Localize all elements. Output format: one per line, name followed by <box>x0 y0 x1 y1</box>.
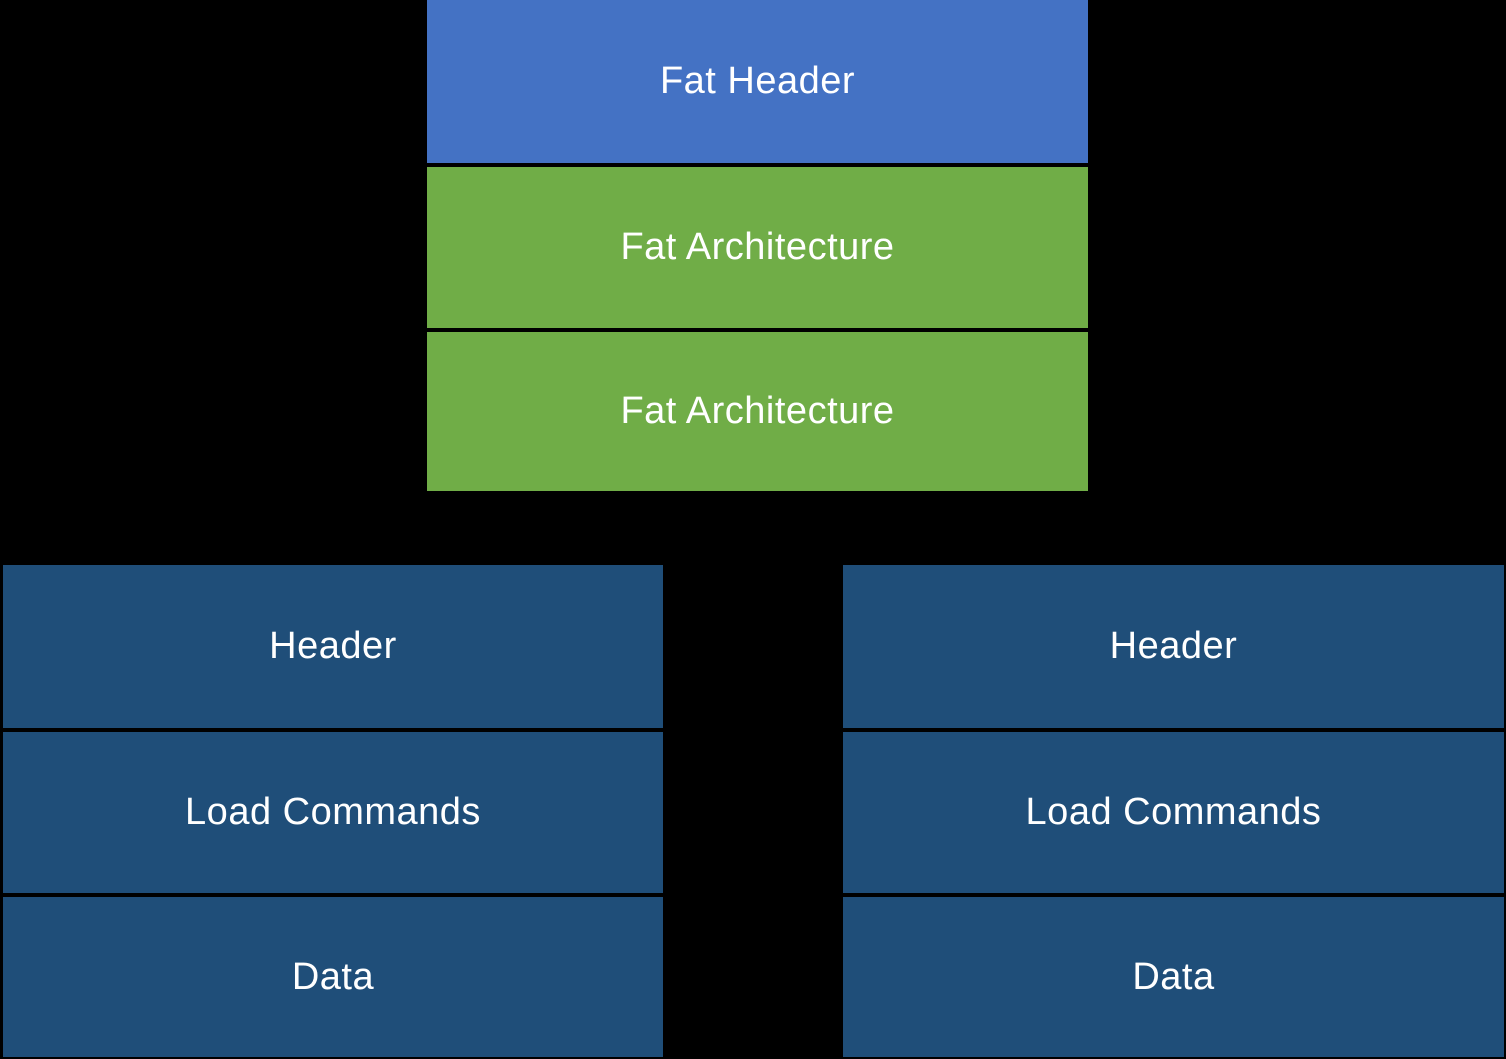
macho-left-header-label: Header <box>269 625 397 667</box>
macho-left-data-box: Data <box>3 897 663 1057</box>
macho-right-header-box: Header <box>843 565 1504 728</box>
macho-right-data-box: Data <box>843 897 1504 1057</box>
fat-header-label: Fat Header <box>659 60 856 102</box>
macho-left-data-label: Data <box>291 955 375 998</box>
macho-right-load-commands-label: Load Commands <box>1025 791 1322 833</box>
macho-stack-left: Header Load Commands Data <box>3 565 663 1057</box>
fat-binary-stack: Fat Header Fat Architecture Fat Architec… <box>427 0 1088 491</box>
macho-left-load-commands-box: Load Commands <box>3 732 663 893</box>
fat-architecture-label-1: Fat Architecture <box>620 226 895 268</box>
macho-right-load-commands-box: Load Commands <box>843 732 1504 893</box>
fat-architecture-box-1: Fat Architecture <box>427 167 1088 328</box>
fat-architecture-label-2: Fat Architecture <box>620 390 895 432</box>
macho-stack-right: Header Load Commands Data <box>843 565 1504 1057</box>
macho-left-header-box: Header <box>3 565 663 728</box>
fat-architecture-box-2: Fat Architecture <box>427 332 1088 491</box>
macho-right-data-label: Data <box>1132 955 1215 998</box>
fat-header-box: Fat Header <box>427 0 1088 163</box>
macho-right-header-label: Header <box>1109 625 1238 667</box>
macho-left-load-commands-label: Load Commands <box>185 791 481 833</box>
